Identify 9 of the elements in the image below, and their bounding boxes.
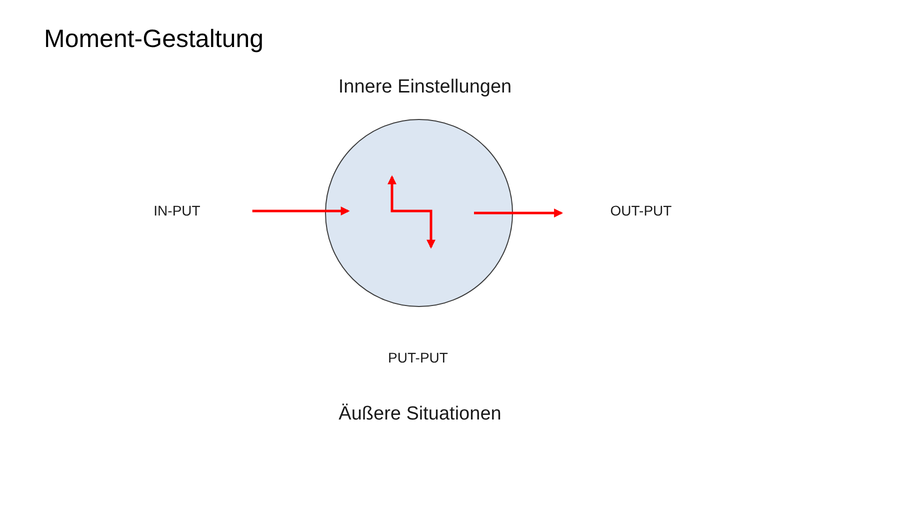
arrow	[252, 206, 350, 216]
circle-shape	[325, 119, 513, 307]
output-label: OUT-PUT	[610, 202, 672, 220]
slide-title: Moment-Gestaltung	[44, 24, 264, 54]
bottom-label: PUT-PUT	[388, 350, 448, 366]
input-label: IN-PUT	[154, 202, 200, 220]
bottom-caption: Äußere Situationen	[338, 404, 502, 426]
top-caption: Innere Einstellungen	[338, 76, 512, 100]
arrow	[474, 208, 564, 218]
